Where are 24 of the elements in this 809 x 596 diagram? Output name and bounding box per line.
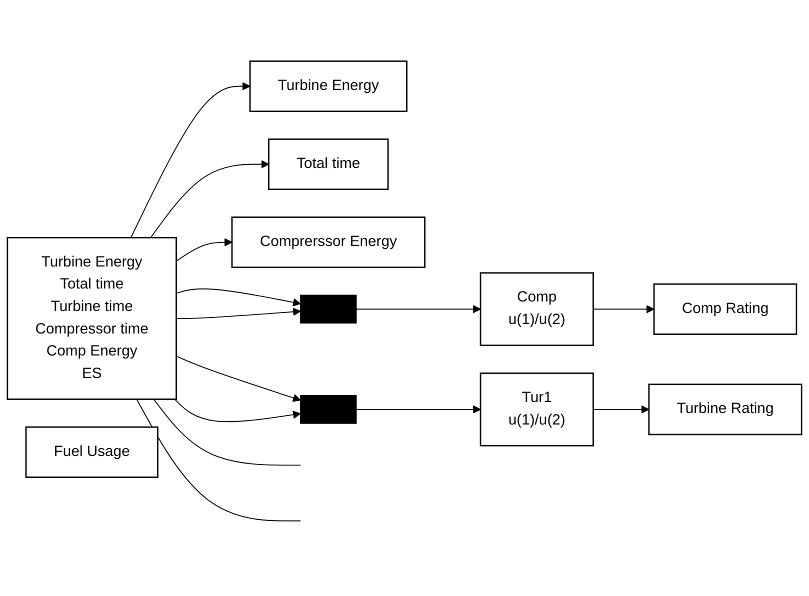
node-box: [480, 272, 594, 346]
node-box: [231, 216, 426, 268]
node-box: [249, 60, 408, 112]
node-bar: [300, 294, 357, 324]
node-box: [6, 236, 177, 400]
arrow: [356, 405, 481, 414]
arrow: [592, 305, 654, 314]
arrow: [356, 305, 481, 314]
arrow: [150, 160, 270, 238]
node-box: [268, 138, 389, 190]
arrow: [176, 356, 301, 402]
node-bar: [300, 395, 357, 424]
arrow: [592, 405, 650, 414]
node-box: [653, 283, 798, 335]
node-box: [25, 426, 158, 478]
arrow: [130, 82, 250, 238]
arrow: [176, 308, 301, 319]
node-box: [648, 384, 802, 436]
node-box: [480, 372, 594, 446]
connector: [153, 398, 301, 466]
arrow: [176, 288, 301, 306]
arrow: [174, 398, 301, 422]
connector: [136, 398, 301, 522]
arrow: [176, 238, 232, 262]
